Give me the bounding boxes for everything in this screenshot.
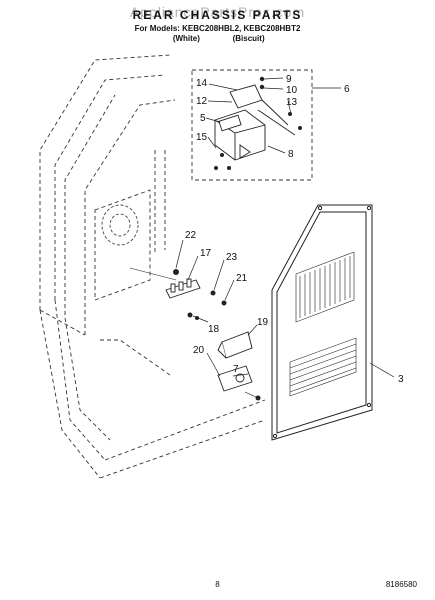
callout-23: 23 <box>226 252 238 263</box>
callout-3: 3 <box>398 374 404 385</box>
callout-21: 21 <box>236 273 248 284</box>
leader-lines <box>175 77 395 378</box>
callout-15: 15 <box>196 132 208 143</box>
model-numbers: For Models: KEBC208HBL2, KEBC208HBT2 <box>134 24 301 33</box>
callout-8: 8 <box>288 149 294 160</box>
callout-22: 22 <box>185 230 197 241</box>
page-number: 8 <box>215 580 220 589</box>
rear-panel <box>271 204 373 441</box>
leader-bracket <box>244 391 259 399</box>
callout-9: 9 <box>286 74 292 85</box>
callout-7: 7 <box>233 364 239 375</box>
cabinet-cutout <box>101 204 139 246</box>
watermark: AppliancePartsPros.com <box>129 4 306 20</box>
document-number: 8186580 <box>385 580 417 589</box>
callout-12: 12 <box>196 96 208 107</box>
terminal-screw <box>173 269 179 275</box>
leader-cabinet <box>129 267 177 281</box>
callout-5: 5 <box>200 113 206 124</box>
callout-13: 13 <box>286 97 298 108</box>
callout-6: 6 <box>344 84 350 95</box>
loose-screws <box>187 290 227 320</box>
callout-10: 10 <box>286 85 298 96</box>
wire-cover-bracket <box>217 331 253 359</box>
callout-18: 18 <box>208 324 220 335</box>
callout-14: 14 <box>196 78 208 89</box>
variant-biscuit: (Biscuit) <box>232 34 265 43</box>
detail-box <box>191 69 313 181</box>
model-variants: (White) (Biscuit) <box>0 34 435 43</box>
relay-bracket-assembly <box>214 84 296 161</box>
rear-panel-vent-lower <box>289 337 357 397</box>
terminal-block <box>165 278 201 299</box>
strain-relief-bracket <box>217 365 253 392</box>
oven-cabinet-outline <box>39 54 266 479</box>
rear-panel-vent-upper <box>295 251 355 323</box>
callout-17: 17 <box>200 248 212 259</box>
callout-19: 19 <box>257 317 269 328</box>
callout-20: 20 <box>193 345 205 356</box>
variant-white: (White) <box>172 34 200 43</box>
diagram-title: REAR CHASSIS PARTS <box>132 8 303 22</box>
